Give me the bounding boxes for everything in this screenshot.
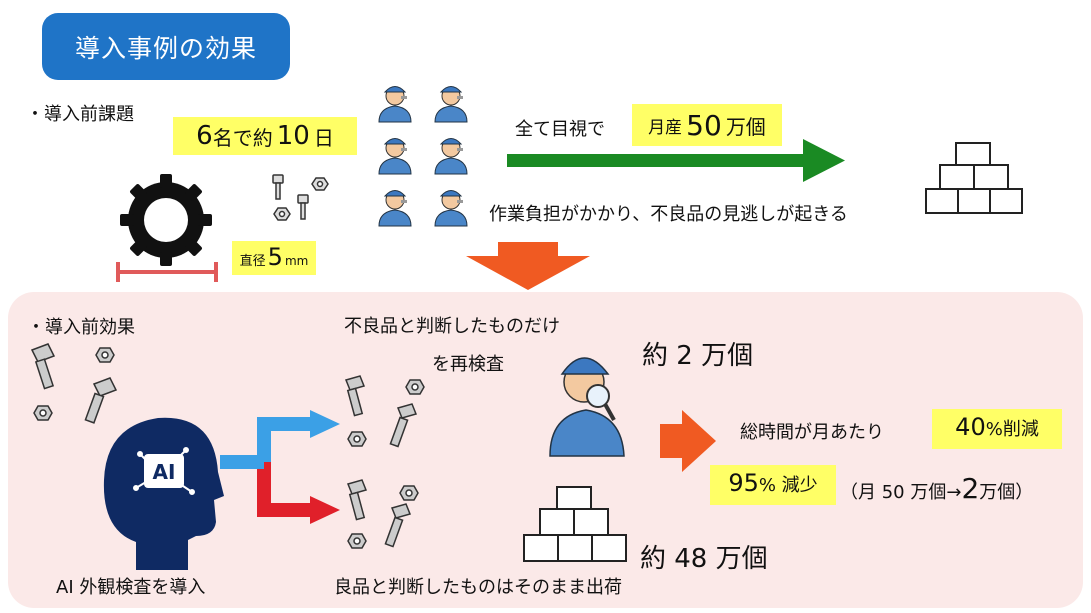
result1-value: 40: [955, 413, 986, 441]
days-suffix: 日: [313, 125, 334, 150]
green-arrow: [507, 139, 845, 182]
good-bolts-icon: [346, 479, 419, 549]
bolts-left-icon: [30, 343, 118, 424]
defect-text-line1: 不良品と判断したものだけ: [344, 316, 560, 337]
ai-head-icon: [103, 417, 224, 570]
monthly-value: 50: [686, 108, 722, 142]
after-heading: ・導入前効果: [27, 317, 135, 338]
days-count: 10: [276, 121, 310, 151]
inspector-workers-icon: [378, 86, 468, 227]
dimension-bar: [116, 262, 218, 282]
defect-bolts-icon: [344, 375, 425, 448]
ai-label: AI 外観検査を導入: [56, 577, 206, 598]
boxes-stack-icon: [925, 142, 1023, 214]
workers-mid: 名で約: [212, 125, 273, 150]
diameter-unit: mm: [284, 254, 309, 268]
monthly-production-highlight: 月産 50 万個: [632, 104, 782, 146]
branch-arrows: [220, 410, 340, 524]
result1-highlight: 40 %削減: [932, 409, 1062, 449]
good-count: 約 48 万個: [640, 544, 768, 574]
result2-note-suffix: 万個）: [979, 482, 1034, 503]
defect-text-line2: を再検査: [432, 354, 504, 375]
diameter-value: 5: [267, 243, 283, 271]
diameter-highlight: 直径 5 mm: [232, 241, 316, 275]
monthly-suffix: 万個: [725, 114, 766, 139]
gear-icon: [120, 174, 212, 266]
result2-value: 95: [728, 469, 759, 497]
visual-inspection-label: 全て目視で: [515, 119, 605, 140]
magnifier-inspector-icon: [549, 357, 625, 457]
result2-note: （月 50 万個→ 2 万個）: [840, 472, 1033, 505]
workers-count: 6: [196, 121, 213, 151]
result1-text: 総時間が月あたり: [740, 422, 884, 443]
result2-note-prefix: （月 50 万個→: [840, 482, 962, 503]
problem-text: 作業負担がかかり、不良品の見逃しが起きる: [489, 204, 848, 225]
workers-time-highlight: 6 名で約 10 日: [173, 117, 357, 155]
result2-highlight: 95 % 減少: [710, 465, 836, 505]
diameter-label: 直径: [239, 254, 266, 269]
shipping-boxes-icon: [523, 486, 627, 562]
orange-right-arrow: [660, 410, 716, 472]
defect-count: 約 2 万個: [642, 341, 754, 371]
ai-chip-label: AI: [152, 460, 176, 484]
orange-down-arrow: [466, 242, 590, 290]
page-title: 導入事例の効果: [42, 13, 290, 80]
good-label: 良品と判断したものはそのまま出荷: [334, 577, 622, 598]
result2-unit: % 減少: [758, 475, 818, 496]
before-heading: ・導入前課題: [26, 104, 134, 125]
result2-note-value: 2: [961, 472, 980, 505]
small-bolts-icon: [272, 174, 329, 221]
result1-unit: %削減: [985, 419, 1039, 440]
monthly-prefix: 月産: [648, 117, 683, 138]
